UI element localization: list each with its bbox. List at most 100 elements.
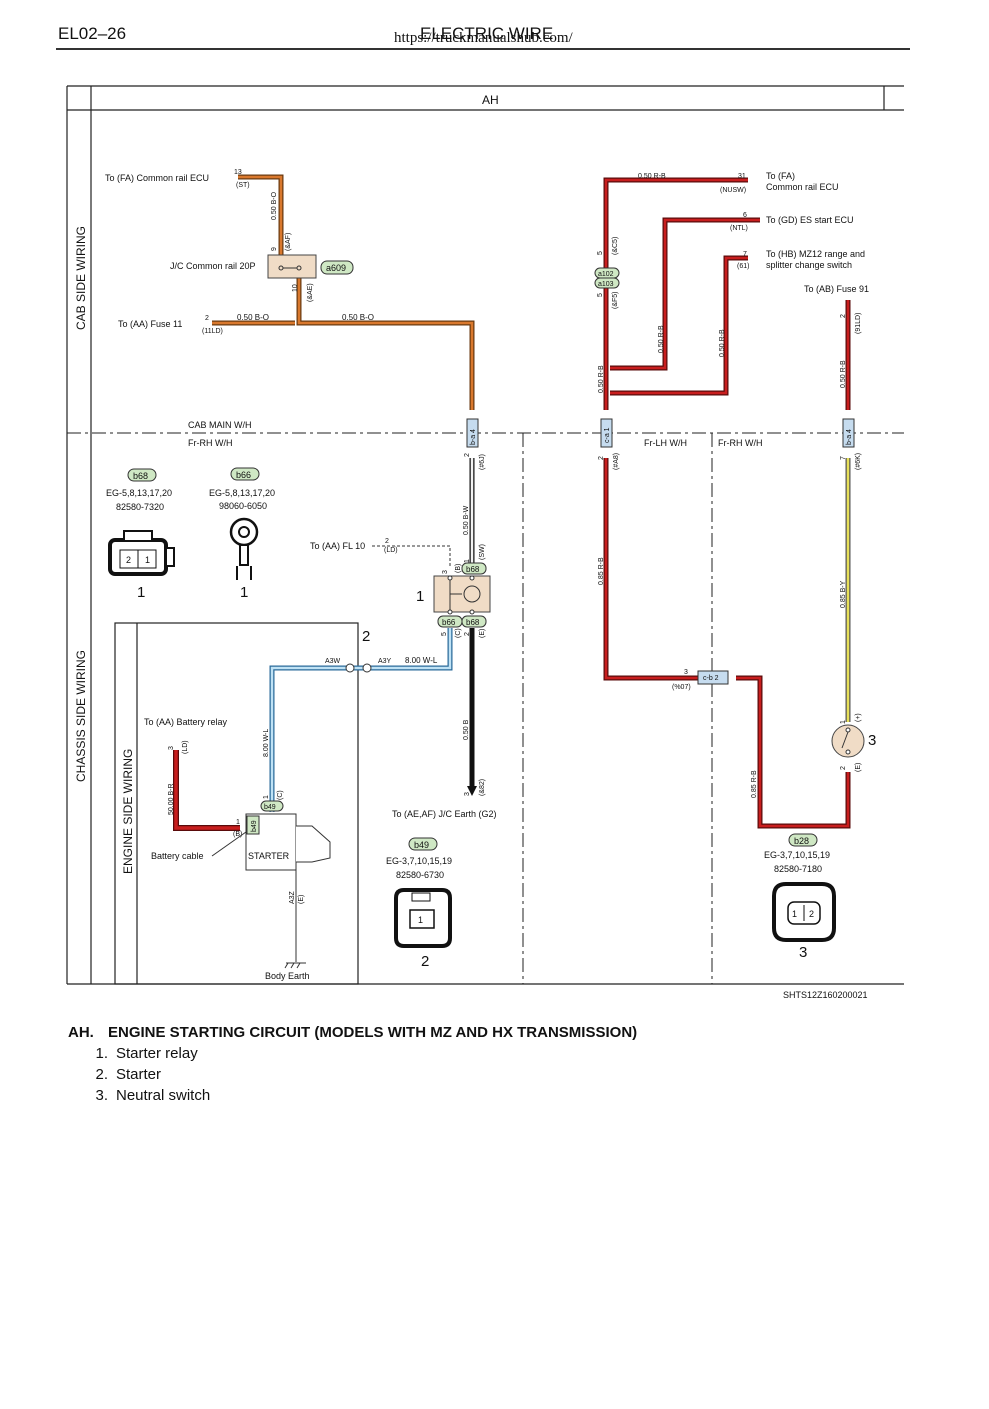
neutral-pin-2 (845, 749, 851, 755)
caption-item-label: Neutral switch (116, 1087, 211, 1104)
pin-1-sw: 1 (464, 559, 471, 563)
tag-b68-top (461, 562, 487, 575)
harness-fr-lh: Fr-LH W/H (644, 438, 687, 448)
dest-ab-fuse91: To (AB) Fuse 91 (804, 284, 869, 294)
callout-neutral: 3 (868, 732, 876, 749)
dest-battery-relay: To (AA) Battery relay (144, 717, 228, 727)
pin-6j: (#6J) (479, 454, 486, 470)
caption-item-label: Starter (116, 1066, 162, 1083)
svg-text:EG-5,8,13,17,20: EG-5,8,13,17,20 (106, 488, 172, 498)
caption-item-num: 2. (95, 1066, 108, 1083)
wiring-diagram: AH CAB SIDE WIRING CHASSIS SIDE WIRING E… (66, 85, 904, 1000)
pin-a3z: A3Z (289, 890, 296, 904)
connector-ca1-label: c-a 1 (604, 427, 611, 443)
dest-ae-earth: To (AE,AF) J/C Earth (G2) (392, 809, 497, 819)
chassis-side-label: CHASSIS SIDE WIRING (74, 650, 88, 782)
pin-b: (B) (455, 564, 462, 573)
pin-31: 31 (738, 173, 746, 180)
tag-b49-starter (246, 815, 260, 835)
caption: AH.ENGINE STARTING CIRCUIT (MODELS WITH … (68, 1022, 637, 1106)
pin-2-fuse: 2 (205, 315, 209, 322)
watermark-url: https://truckmanualshub.com/ (394, 30, 573, 46)
wire-b-o (212, 174, 475, 410)
pin-2-a8: 2 (598, 456, 605, 460)
pin-2-fl10: 2 (385, 538, 389, 545)
part-b49: b49 EG-3,7,10,15,19 82580-6730 1 2 (386, 837, 452, 970)
body-earth-symbol (284, 962, 306, 969)
svg-text:1: 1 (240, 584, 248, 601)
diagram-frame (66, 85, 904, 985)
battery-cable: Battery cable (151, 851, 204, 861)
pin-a8: (#A8) (613, 453, 620, 470)
wire-label-rb-v4: 0.50 R-B (840, 360, 847, 388)
svg-text:b49: b49 (414, 840, 429, 850)
pin-2-e: 2 (464, 632, 471, 636)
harness-cab-main: CAB MAIN W/H (188, 420, 252, 430)
harness-fr-rh-right: Fr-RH W/H (718, 438, 763, 448)
pin-st: (ST) (236, 182, 250, 189)
svg-text:2: 2 (126, 555, 131, 565)
connector-ca1 (600, 418, 613, 448)
pin-1-c: 1 (263, 795, 270, 799)
svg-text:EG-5,8,13,17,20: EG-5,8,13,17,20 (209, 488, 275, 498)
caption-item: 3.Neutral switch (68, 1085, 637, 1106)
wire-label-rb-v3: 0.50 R-B (719, 329, 726, 357)
jc-label: J/C Common rail 20P (170, 261, 256, 271)
page-code: EL02–26 (58, 24, 127, 43)
wire-b-r (173, 750, 240, 831)
dest-hb-2: splitter change switch (766, 260, 852, 270)
pin-af: (&AF) (285, 233, 292, 251)
svg-text:82580-6730: 82580-6730 (396, 870, 444, 880)
wire-label-b: 0.50 B (463, 719, 470, 740)
starter-label: STARTER (248, 851, 290, 861)
svg-text:1: 1 (418, 915, 423, 925)
pin-3-cb2: 3 (684, 669, 688, 676)
pin-ntl: (NTL) (730, 225, 748, 232)
pin-c5: (&C5) (612, 237, 619, 255)
pin-f5: (&F5) (612, 292, 619, 310)
dest-fa-right-2: Common rail ECU (766, 182, 839, 192)
relay-coil (463, 585, 481, 603)
pin-ld-fl10: (LD) (384, 547, 398, 554)
svg-text:EG-3,7,10,15,19: EG-3,7,10,15,19 (386, 856, 452, 866)
pin-a3w: A3W (325, 658, 341, 665)
pin-2-ba4: 2 (464, 453, 471, 457)
svg-text:82580-7180: 82580-7180 (774, 864, 822, 874)
pin-3-batt: 3 (168, 746, 175, 750)
dest-aa-fl10: To (AA) FL 10 (310, 541, 365, 551)
tag-b68-bottom-label: b68 (466, 618, 480, 627)
tag-b68-top-label: b68 (466, 565, 480, 574)
pin-7: 7 (743, 251, 747, 258)
caption-item-label: Starter relay (116, 1045, 198, 1062)
part-b68: b68 EG-5,8,13,17,20 82580-7320 2 1 1 (106, 468, 175, 601)
dest-fa-ecu-left: To (FA) Common rail ECU (105, 173, 209, 183)
jc-code-tag (320, 260, 354, 275)
svg-text:EG-3,7,10,15,19: EG-3,7,10,15,19 (764, 850, 830, 860)
svg-text:1: 1 (145, 555, 150, 565)
pin-e: (E) (479, 629, 486, 638)
wire-r-b-main (603, 177, 851, 829)
jc-common-rail-box (267, 254, 317, 279)
wire-label-wl-2: 8.00 W-L (263, 729, 270, 757)
svg-text:82580-7320: 82580-7320 (116, 502, 164, 512)
pin-5-c: 5 (441, 632, 448, 636)
caption-item: 1.Starter relay (68, 1043, 637, 1064)
pin-91ld: (91LD) (855, 313, 862, 334)
wire-label-bo-3: 0.50 B-O (342, 313, 374, 322)
relay-pin-5 (447, 609, 453, 615)
wire-label-br: 50.00 B-R (168, 783, 175, 815)
pin-6: 6 (743, 212, 747, 219)
wire-label-rb-085-1: 0.85 R-B (598, 557, 605, 585)
body-earth-label: Body Earth (265, 971, 310, 981)
relay-pin-3 (447, 575, 453, 581)
pin-3-b: 3 (442, 570, 449, 574)
tag-a103 (594, 277, 620, 289)
svg-text:b68: b68 (133, 471, 148, 481)
callout-relay: 1 (416, 588, 424, 605)
starter-pinion (296, 825, 331, 863)
pin-1-neutral: 1 (840, 720, 847, 724)
svg-text:98060-6050: 98060-6050 (219, 501, 267, 511)
pin-13: 13 (234, 169, 242, 176)
pin-6k: (#6K) (855, 453, 862, 470)
wire-label-rb-v2: 0.50 R-B (658, 325, 665, 353)
